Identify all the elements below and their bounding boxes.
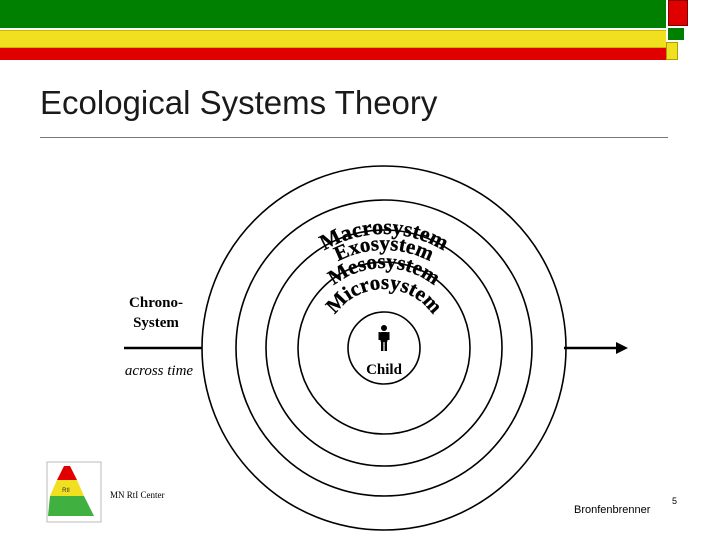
- exosystem-ring: [235, 199, 533, 497]
- chrono-label-line2: System: [133, 315, 179, 331]
- person-icon: [378, 325, 390, 351]
- time-label: across time: [124, 363, 194, 379]
- footer-attribution: Bronfenbrenner: [574, 504, 651, 516]
- time-arrow-head: [616, 342, 628, 354]
- slide-title: Ecological Systems Theory: [40, 84, 438, 121]
- header-band-green: [0, 0, 666, 28]
- header-square-yellow: [666, 42, 678, 60]
- page-number: 5: [672, 496, 678, 506]
- macrosystem-ring: [201, 165, 567, 531]
- pyramid-logo-icon: RtI: [46, 461, 102, 523]
- chrono-system-label: Chrono- System: [108, 293, 204, 333]
- child-ring: [347, 311, 421, 385]
- chrono-label-line1: Chrono-: [129, 295, 183, 311]
- mesosystem-ring: [265, 229, 503, 467]
- title-divider: [40, 137, 668, 138]
- logo-text: RtI: [62, 488, 70, 494]
- microsystem-ring: [297, 261, 471, 435]
- header-band-red: [0, 48, 666, 60]
- footer-organization: MN RtI Center: [110, 490, 165, 500]
- header-band-yellow: [0, 30, 666, 48]
- header-square-green: [668, 28, 684, 40]
- child-label: Child: [366, 362, 403, 378]
- header-square-red: [668, 0, 688, 26]
